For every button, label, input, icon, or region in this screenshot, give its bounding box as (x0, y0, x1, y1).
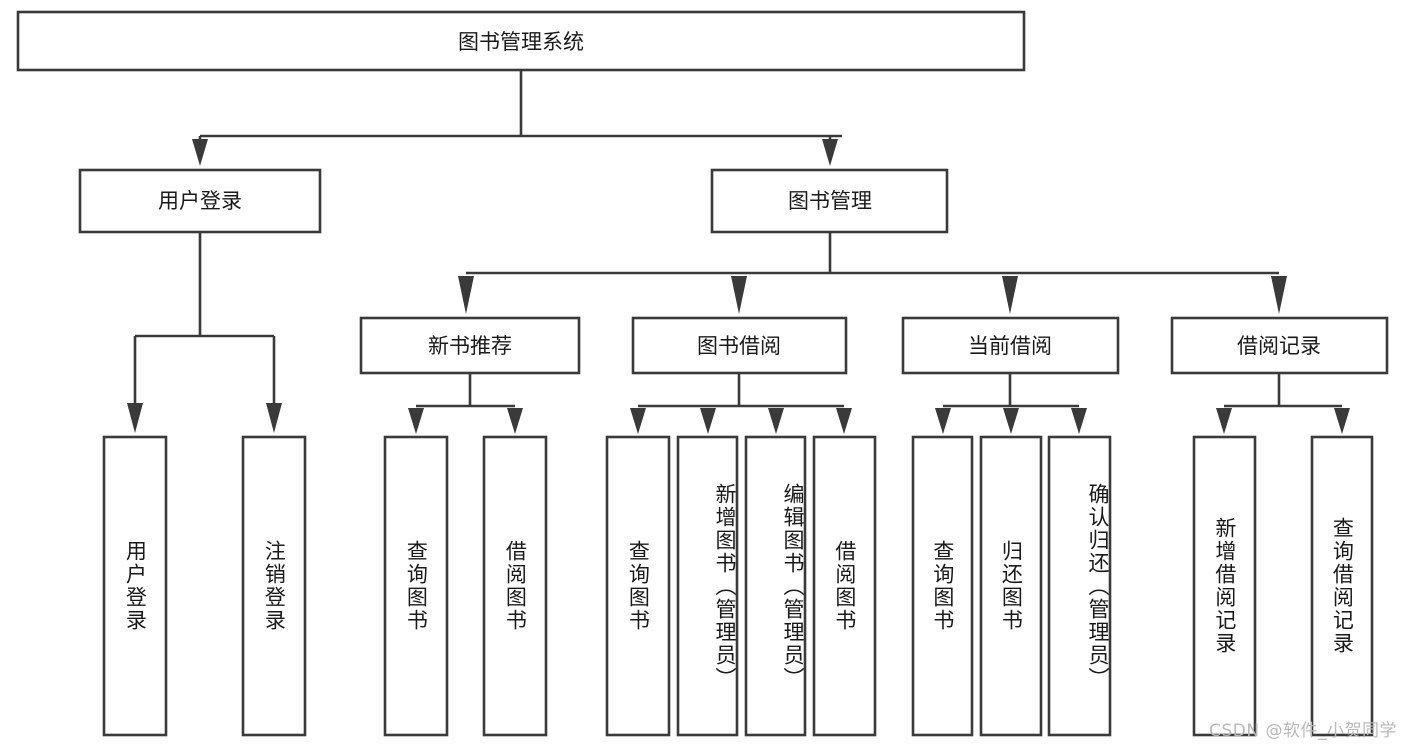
arrow-head-book-management (822, 139, 838, 166)
edge-root-to-level2 (192, 70, 842, 166)
edge-borrowrecord-to-leaves (1216, 373, 1350, 434)
node-leaf-query-book-1-box[interactable] (383, 435, 449, 737)
watermark-text: CSDN @软件_小贺同学 (1209, 721, 1397, 741)
node-leaf-return-book-box[interactable] (979, 435, 1043, 737)
node-book-borrow-label: 图书借阅 (697, 334, 781, 358)
edge-currentborrow-to-leaves (935, 373, 1087, 434)
node-new-book-recommend-label: 新书推荐 (428, 334, 512, 358)
arrow-head-leaf-borrow-book-1 (507, 408, 523, 434)
node-leaf-borrow-book-1-box[interactable] (482, 435, 548, 737)
node-leaf-confirm-return-box[interactable] (1047, 435, 1112, 737)
node-user-login-label: 用户登录 (158, 189, 242, 213)
node-current-borrow-label: 当前借阅 (968, 334, 1052, 358)
edge-userlogin-to-leaves (127, 232, 282, 433)
node-borrow-record-label: 借阅记录 (1237, 334, 1321, 358)
node-leaf-query-book-3-box[interactable] (911, 435, 974, 737)
node-current-borrow[interactable]: 当前借阅 (901, 316, 1120, 375)
node-book-borrow[interactable]: 图书借阅 (631, 316, 848, 375)
node-borrow-record[interactable]: 借阅记录 (1170, 316, 1389, 375)
arrow-head-book-borrow (731, 276, 747, 314)
arrow-head-current-borrow (1002, 276, 1018, 314)
node-leaf-add-record-box[interactable] (1192, 435, 1257, 737)
edge-bookmgmt-to-level3 (458, 232, 1287, 314)
arrow-head-leaf-edit-book (768, 408, 784, 434)
node-user-login-box[interactable] (78, 168, 322, 234)
node-book-management-box[interactable] (710, 168, 949, 234)
arrow-head-leaf-query-record (1334, 408, 1350, 434)
arrow-head-leaf-query-book-1 (408, 408, 424, 434)
arrow-head-leaf-add-book (700, 408, 716, 434)
arrow-head-leaf-logout (266, 403, 282, 433)
edge-newbook-to-leaves (408, 373, 523, 434)
leaf-boxes (102, 435, 1374, 737)
node-book-borrow-box[interactable] (631, 316, 848, 375)
node-root-label: 图书管理系统 (458, 30, 584, 54)
arrow-head-leaf-user-login (127, 403, 143, 433)
node-book-management-label: 图书管理 (788, 189, 872, 213)
node-user-login[interactable]: 用户登录 (78, 168, 322, 234)
node-leaf-borrow-book-2-box[interactable] (812, 435, 877, 737)
node-leaf-query-record-box[interactable] (1310, 435, 1374, 737)
arrow-head-leaf-confirm-return (1071, 408, 1087, 434)
node-current-borrow-box[interactable] (901, 316, 1120, 375)
arrow-head-new-book-recommend (458, 276, 474, 314)
arrow-head-leaf-add-record (1216, 408, 1232, 434)
arrow-head-borrow-record (1271, 276, 1287, 314)
arrow-head-leaf-borrow-book-2 (836, 408, 852, 434)
node-leaf-edit-book-box[interactable] (744, 435, 807, 737)
arrow-head-leaf-query-book-2 (630, 408, 646, 434)
node-leaf-user-login-box[interactable] (102, 435, 168, 737)
node-new-book-recommend[interactable]: 新书推荐 (359, 316, 581, 375)
node-borrow-record-box[interactable] (1170, 316, 1389, 375)
edge-bookborrow-to-leaves (630, 373, 852, 434)
node-leaf-add-book-box[interactable] (676, 435, 739, 737)
arrow-head-leaf-query-book-3 (935, 408, 951, 434)
arrow-head-user-login (192, 139, 208, 166)
node-root-box[interactable] (16, 10, 1026, 72)
node-leaf-logout-box[interactable] (241, 435, 307, 737)
node-root[interactable]: 图书管理系统 (16, 10, 1026, 72)
node-book-management[interactable]: 图书管理 (710, 168, 949, 234)
node-leaf-query-book-2-box[interactable] (605, 435, 671, 737)
arrow-head-leaf-return-book (1003, 408, 1019, 434)
node-new-book-recommend-box[interactable] (359, 316, 581, 375)
